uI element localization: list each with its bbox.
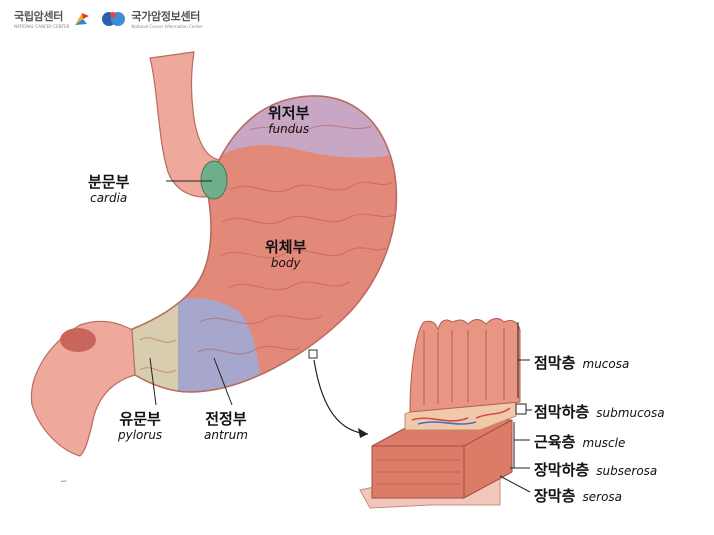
label-cardia-ko: 분문부: [88, 173, 130, 191]
layer-subserosa-ko: 장막하층: [534, 461, 590, 479]
wall-layers-block: [359, 317, 521, 509]
layer-muscle-en: muscle: [582, 436, 626, 450]
ncc-logo-subtext: NATIONAL CANCER CENTER: [14, 24, 70, 29]
leader-lines: [149, 180, 233, 406]
label-body-en: body: [270, 256, 301, 270]
label-cardia-en: cardia: [90, 191, 128, 205]
layer-serosa: 장막층 serosa: [534, 485, 622, 506]
label-antrum: 전정부 antrum: [204, 410, 248, 442]
artist-signature: ~: [59, 476, 69, 488]
label-cardia: 분문부 cardia: [88, 173, 129, 205]
label-fundus: 위저부 fundus: [268, 104, 309, 136]
cic-logo-text: 국가암정보센터: [131, 10, 201, 23]
layer-subserosa: 장막하층 subserosa: [534, 459, 657, 480]
label-antrum-en: antrum: [204, 428, 248, 442]
layer-mucosa: 점막층 mucosa: [534, 352, 629, 373]
label-fundus-en: fundus: [268, 122, 310, 136]
label-pylorus-en: pylorus: [118, 428, 163, 442]
layer-serosa-en: serosa: [582, 490, 623, 504]
ncc-emblem-icon: [75, 12, 90, 25]
duodenum: [30, 320, 136, 457]
stomach-outline: [129, 95, 398, 393]
label-pylorus: 유문부 pylorus: [118, 410, 162, 442]
layer-mucosa-en: mucosa: [582, 357, 630, 371]
label-antrum-ko: 전정부: [205, 410, 247, 428]
header: 국립암센터 NATIONAL CANCER CENTER 국가암정보센터 Nat…: [14, 8, 203, 29]
label-body: 위체부 body: [265, 238, 306, 270]
cic-emblem-icon: [102, 11, 126, 26]
ncc-logo: 국립암센터 NATIONAL CANCER CENTER: [14, 8, 91, 29]
layer-muscle-ko: 근육층: [534, 433, 576, 451]
ncc-logo-text: 국립암센터: [14, 10, 64, 23]
layer-brackets: [499, 322, 532, 493]
label-pylorus-ko: 유문부: [119, 410, 161, 428]
cic-logo-subtext: National Cancer Information Center: [131, 24, 203, 29]
duodenum-lumen: [60, 328, 96, 352]
layer-submucosa-ko: 점막하층: [534, 403, 590, 421]
cardia-region: [200, 160, 228, 200]
layer-serosa-ko: 장막층: [534, 487, 576, 505]
layer-muscle: 근육층 muscle: [534, 431, 625, 452]
layer-submucosa-en: submucosa: [596, 406, 665, 420]
detail-arrow: [313, 359, 369, 435]
layer-submucosa: 점막하층 submucosa: [534, 401, 665, 422]
antrum-region: [178, 298, 262, 392]
cic-logo: 국가암정보센터 National Cancer Information Cent…: [101, 8, 203, 29]
layer-subserosa-en: subserosa: [596, 464, 658, 478]
detail-marker: [308, 349, 318, 359]
label-body-ko: 위체부: [265, 238, 307, 256]
layer-mucosa-ko: 점막층: [534, 354, 576, 372]
label-fundus-ko: 위저부: [268, 104, 310, 122]
